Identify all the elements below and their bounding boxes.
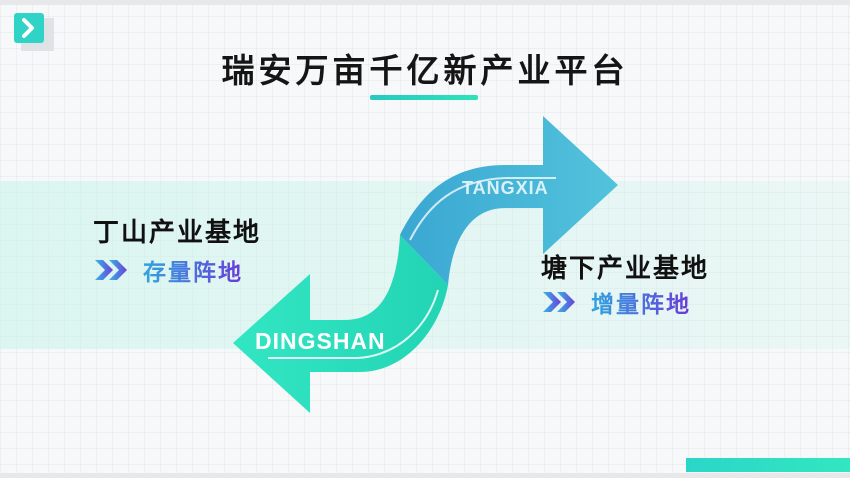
tangxia-label: TANGXIA [462, 178, 549, 198]
page-title: 瑞安万亩千亿新产业平台 [221, 51, 629, 90]
dingshan-site-name: 丁山产业基地 [93, 218, 262, 248]
bottom-strip [0, 473, 850, 478]
double-chevron-icon [95, 260, 127, 280]
dingshan-site-tag: 存量阵地 [93, 253, 243, 287]
tangxia-site-tag: 增量阵地 [541, 285, 691, 319]
tangxia-tag-label: 增量阵地 [591, 285, 691, 319]
tangxia-arrow [400, 116, 618, 285]
dingshan-label: DINGSHAN [255, 328, 386, 354]
dingshan-arrow [233, 235, 448, 413]
dingshan-tag-label: 存量阵地 [143, 253, 243, 287]
tangxia-site-name: 塘下产业基地 [541, 254, 710, 284]
title-underline [370, 95, 478, 100]
double-chevron-icon [543, 292, 575, 312]
top-strip [0, 0, 850, 5]
bottom-accent-bar [686, 458, 850, 472]
chevron-right-icon [14, 13, 54, 51]
